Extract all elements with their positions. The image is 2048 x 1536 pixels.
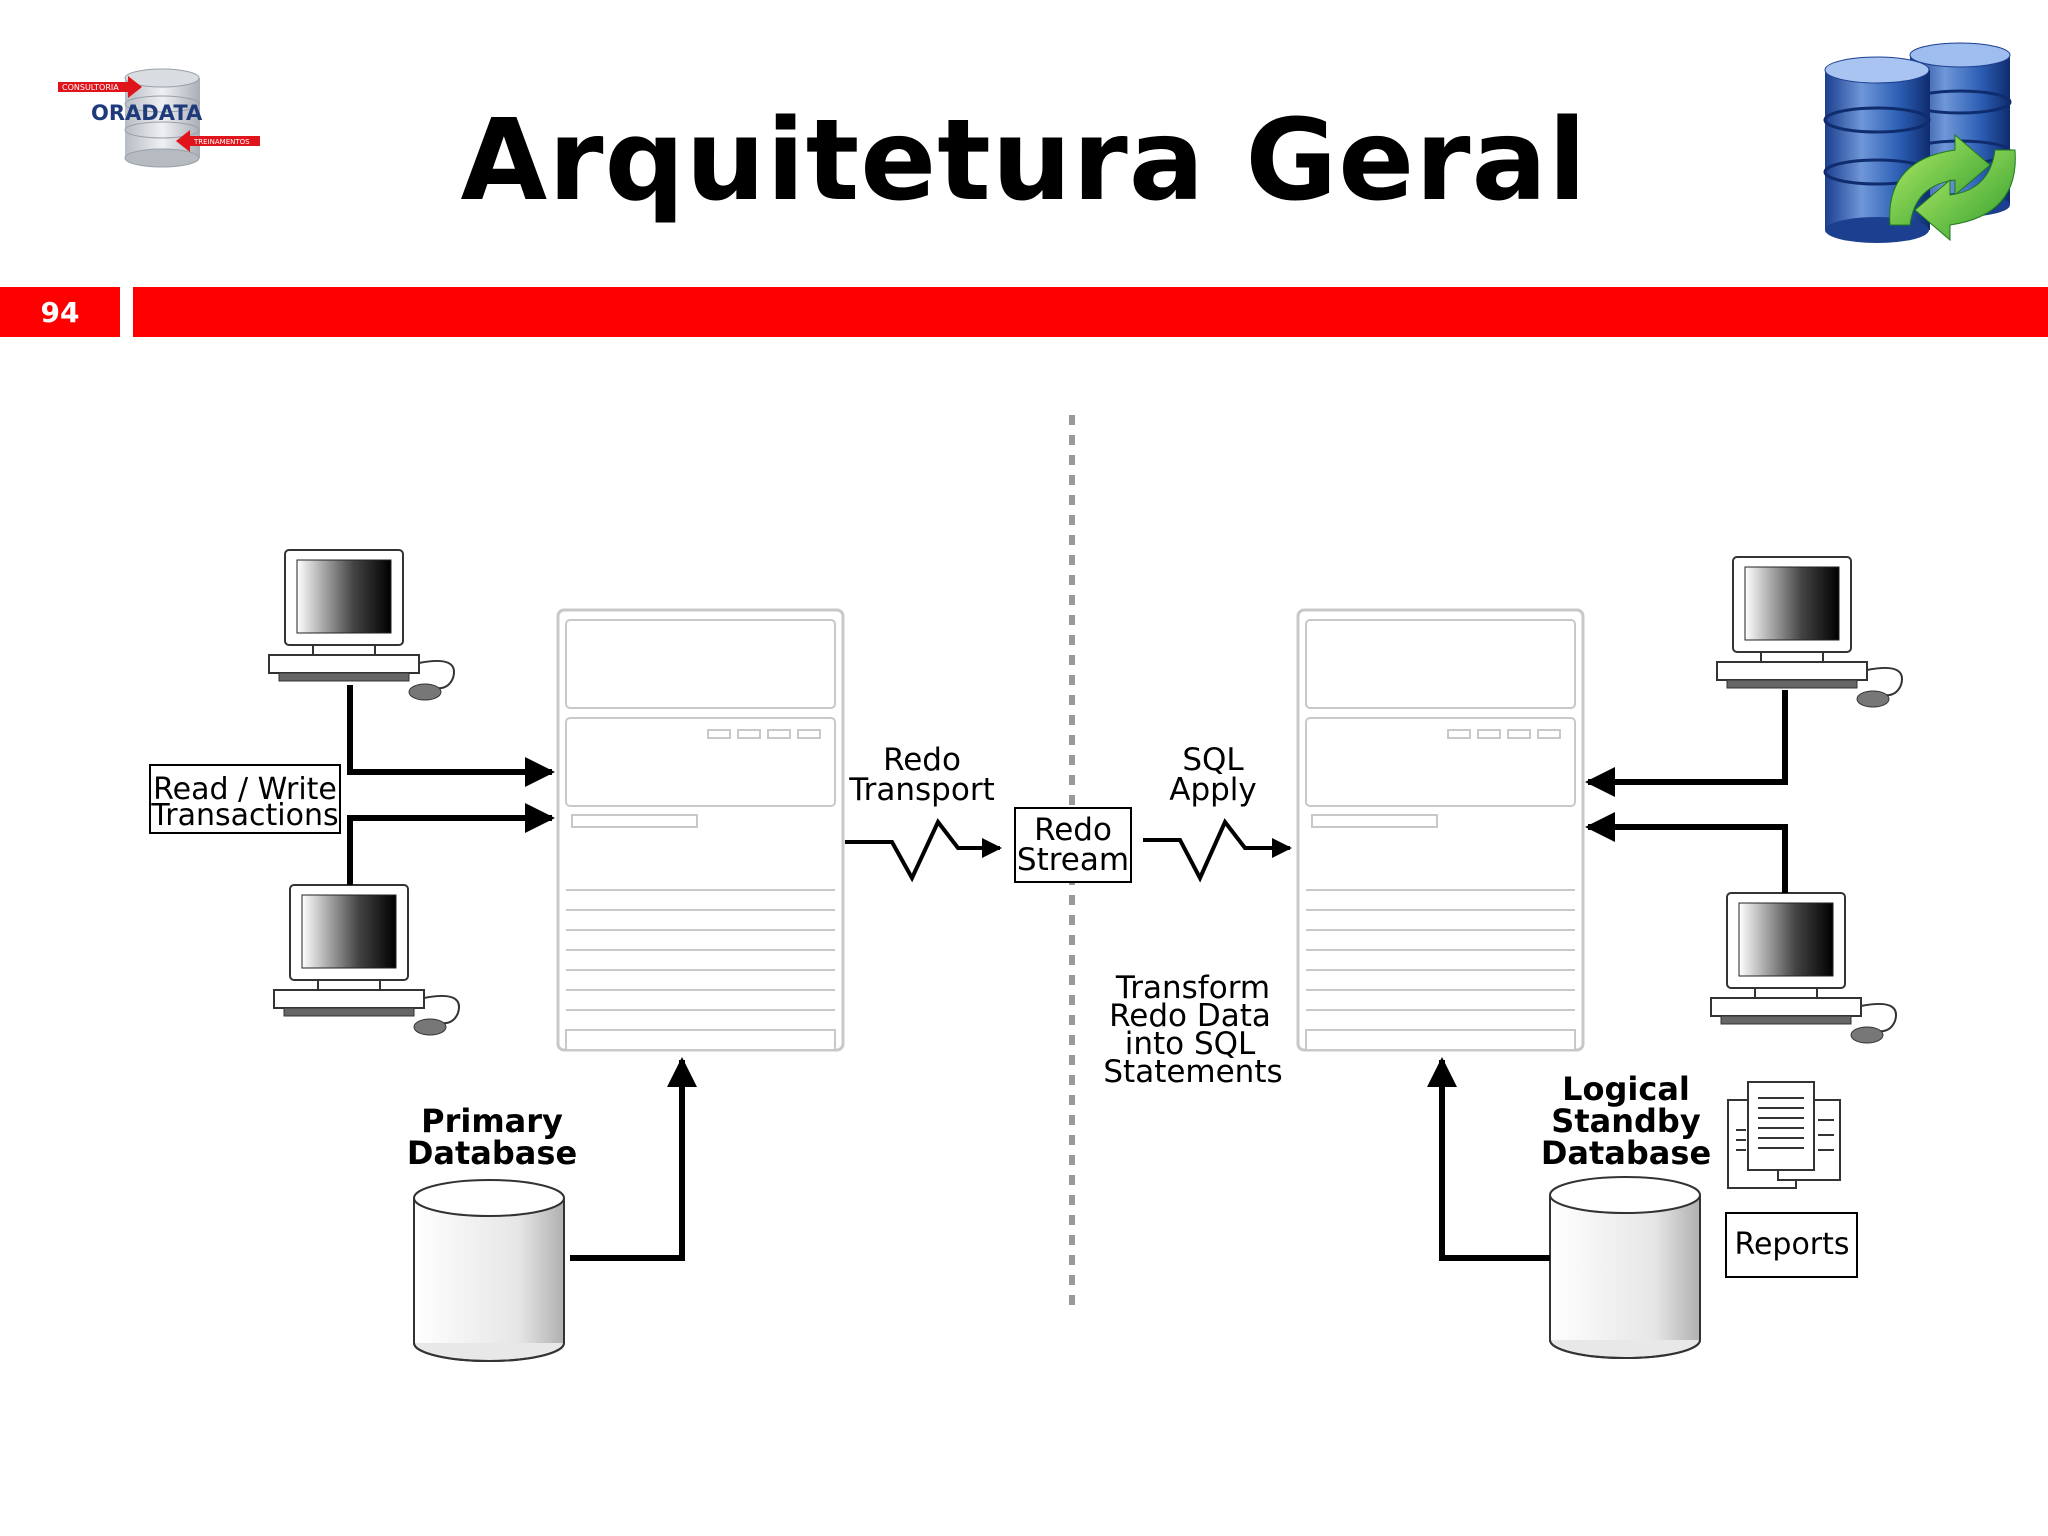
reports-label: Reports [1734, 1227, 1849, 1262]
transform-line3: into SQL [1125, 1026, 1256, 1062]
standby-database-icon [1549, 1176, 1701, 1359]
redo-transport-line1: Redo [883, 742, 961, 778]
redo-stream-line2: Stream [1017, 842, 1129, 878]
primary-label-line2: Database [407, 1134, 577, 1172]
transform-line2: Redo Data [1109, 998, 1271, 1034]
slide-number: 94 [0, 287, 120, 337]
read-write-label-line1: Read / Write [153, 772, 337, 807]
transform-line1: Transform [1115, 970, 1270, 1006]
standby-server-icon [1296, 608, 1585, 1052]
oradata-logo: CONSULTORIA TREINAMENTOS ORADATA [58, 68, 260, 168]
read-write-box [149, 764, 341, 834]
sql-apply-line2: Apply [1169, 772, 1257, 808]
database-sync-icon [1823, 42, 2016, 243]
redo-stream-line1: Redo [1034, 812, 1112, 848]
standby-db-arrow [1427, 1057, 1550, 1261]
slide-title: Arquitetura Geral [460, 96, 1588, 226]
transform-line4: Statements [1103, 1054, 1282, 1090]
sql-apply-zigzag [1143, 818, 1292, 883]
reports-document-icon [1727, 1081, 1841, 1189]
reports-box [1725, 1212, 1858, 1278]
read-write-label-line2: Transactions [150, 798, 338, 833]
redo-transport-zigzag [845, 818, 1002, 883]
logo-top-tag: CONSULTORIA [62, 83, 119, 92]
rw-arrow-bottom [347, 803, 555, 885]
logo-name: ORADATA [91, 101, 203, 125]
client-computer-bottom-left-icon [273, 884, 461, 1036]
rw-arrow-top [347, 685, 555, 787]
report-arrow-top [1585, 690, 1788, 797]
primary-db-arrow [570, 1057, 697, 1261]
logical-label-line1: Logical [1562, 1070, 1690, 1108]
client-computer-bottom-right-icon [1710, 892, 1898, 1044]
report-arrow-bottom [1585, 812, 1788, 893]
logical-label-line3: Database [1541, 1134, 1711, 1172]
client-computer-top-left-icon [268, 549, 456, 701]
primary-database-icon [413, 1179, 565, 1362]
redo-stream-box [1014, 807, 1132, 883]
logo-bottom-tag: TREINAMENTOS [193, 138, 250, 146]
client-computer-top-right-icon [1716, 556, 1904, 708]
redo-transport-line2: Transport [848, 772, 994, 808]
logical-label-line2: Standby [1551, 1102, 1701, 1140]
title-divider-bar [133, 287, 2048, 337]
primary-label-line1: Primary [421, 1102, 563, 1140]
sql-apply-line1: SQL [1182, 742, 1244, 778]
primary-server-icon [556, 608, 845, 1052]
